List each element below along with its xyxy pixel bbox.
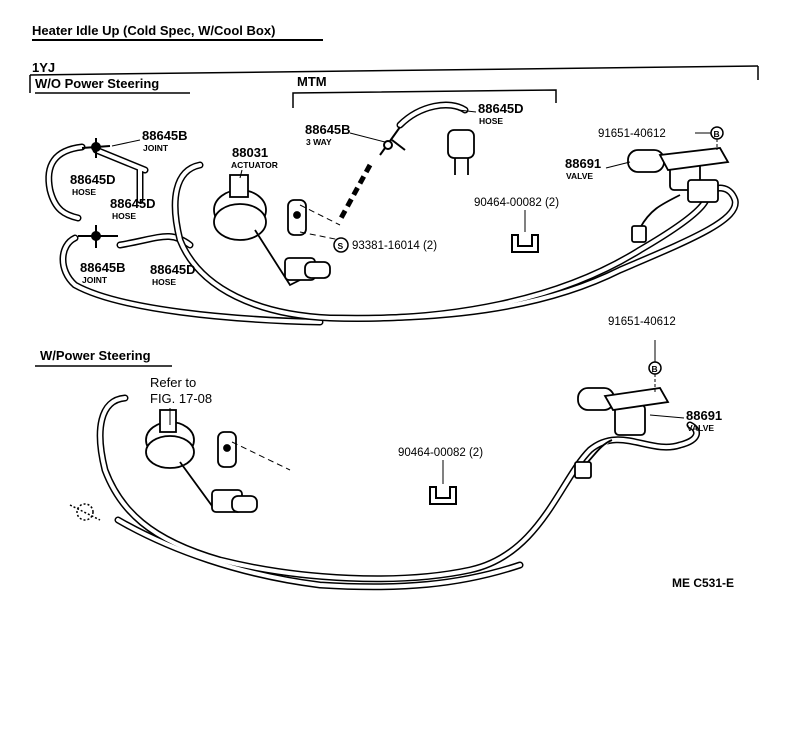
joint-bottom-number: 88645B (80, 260, 126, 275)
valve-bottom-number: 88691 (686, 408, 722, 423)
refer-line2: FIG. 17-08 (150, 391, 212, 406)
joint-bottom-desc: JOINT (82, 275, 108, 285)
mtm-connector (447, 129, 475, 175)
three-way-desc: 3 WAY (306, 137, 332, 147)
hose-left-desc: HOSE (72, 187, 96, 197)
screw-s-mark: S (338, 241, 344, 251)
hose-left-number: 88645D (70, 172, 116, 187)
model-label: 1YJ (32, 60, 55, 75)
actuator-desc: ACTUATOR (231, 160, 278, 170)
hose-bottom-desc: HOSE (152, 277, 176, 287)
plug-connector (69, 503, 101, 521)
hose-bottom-number: 88645D (150, 262, 196, 277)
valve-top (627, 147, 730, 243)
valve-top-desc: VALVE (566, 171, 593, 181)
diagram-title: Heater Idle Up (Cold Spec, W/Cool Box) (32, 23, 275, 38)
hose-mid-number: 88645D (110, 196, 156, 211)
bolt-top-number: 91651-40612 (598, 128, 666, 140)
clamp-bottom (429, 486, 457, 505)
section-wo-power-steering: W/O Power Steering (35, 76, 159, 91)
figure-code: ME C531-E (672, 576, 734, 590)
clamp-bottom-number: 90464-00082 (2) (398, 447, 483, 459)
valve-top-number: 88691 (565, 156, 601, 171)
section-w-power-steering: W/Power Steering (40, 348, 151, 363)
refer-line1: Refer to (150, 375, 196, 390)
main-hose-bottom (96, 394, 700, 591)
mtm-bracket (292, 89, 557, 108)
screw-s-marker (333, 237, 349, 253)
screw-number: 93381-16014 (2) (352, 240, 437, 252)
three-way-joint (379, 126, 406, 156)
actuator-top (213, 174, 331, 287)
valve-bottom-desc: VALVE (687, 423, 714, 433)
clamp-top (511, 234, 539, 253)
bolt-bottom-number: 91651-40612 (608, 316, 676, 328)
bolt-b-top-mark: B (714, 129, 720, 139)
joint-top-desc: JOINT (143, 143, 169, 153)
valve-bottom (574, 387, 670, 479)
joint-top-number: 88645B (142, 128, 188, 143)
hose-mtm-desc: HOSE (479, 116, 503, 126)
three-way-number: 88645B (305, 122, 351, 137)
hose-mid-desc: HOSE (112, 211, 136, 221)
hose-mtm-number: 88645D (478, 101, 524, 116)
actuator-bottom (145, 409, 258, 513)
joint-top (81, 138, 111, 158)
model-bracket (29, 65, 759, 76)
clamp-top-number: 90464-00082 (2) (474, 197, 559, 209)
bolt-b-bottom-mark: B (652, 364, 658, 374)
section-mtm: MTM (297, 74, 327, 89)
actuator-number: 88031 (232, 145, 268, 160)
joint-bottom (78, 225, 118, 248)
